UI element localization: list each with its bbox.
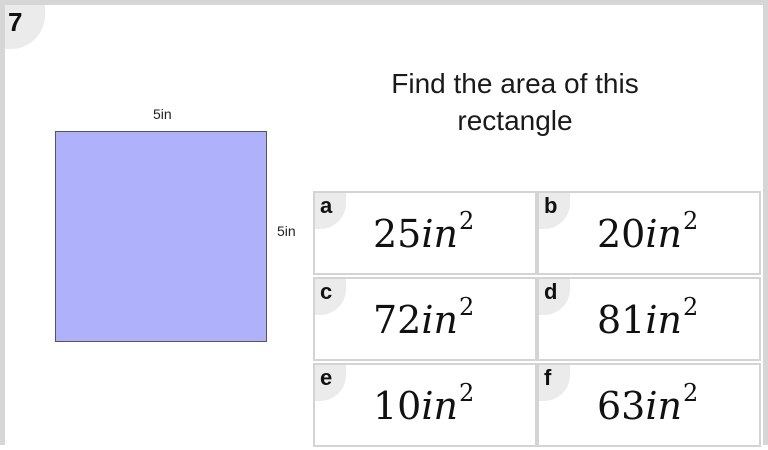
option-value: 10in2 (373, 379, 474, 430)
option-value: 81in2 (597, 293, 698, 344)
option-unit: in (421, 212, 458, 256)
option-value: 72in2 (373, 293, 474, 344)
option-unit: in (645, 212, 682, 256)
option-letter: a (315, 193, 346, 229)
option-number: 10 (373, 384, 422, 428)
question-number: 7 (5, 5, 45, 49)
option-number: 81 (597, 298, 646, 342)
option-exponent: 2 (459, 379, 475, 407)
answer-option-a[interactable]: a 25in2 (313, 191, 537, 275)
option-value: 20in2 (597, 207, 698, 258)
option-exponent: 2 (683, 379, 699, 407)
option-unit: in (645, 298, 682, 342)
option-exponent: 2 (683, 207, 699, 235)
option-letter: c (315, 279, 346, 315)
option-letter: b (539, 193, 570, 229)
rectangle-width-label: 5in (153, 106, 172, 122)
answer-grid: a 25in2 b 20in2 c 72in2 d 81in2 e 10in2 … (313, 191, 765, 450)
option-value: 25in2 (373, 207, 474, 258)
answer-option-d[interactable]: d 81in2 (537, 277, 761, 361)
option-unit: in (645, 384, 682, 428)
option-exponent: 2 (683, 293, 699, 321)
question-text: Find the area of this rectangle (391, 68, 639, 136)
option-number: 72 (373, 298, 422, 342)
option-value: 63in2 (597, 379, 698, 430)
option-exponent: 2 (459, 293, 475, 321)
option-letter: f (539, 365, 570, 401)
option-exponent: 2 (459, 207, 475, 235)
answer-option-c[interactable]: c 72in2 (313, 277, 537, 361)
option-letter: e (315, 365, 346, 401)
answer-option-f[interactable]: f 63in2 (537, 363, 761, 447)
option-number: 63 (597, 384, 646, 428)
rectangle-shape (55, 131, 267, 342)
option-letter: d (539, 279, 570, 315)
option-number: 25 (373, 212, 422, 256)
answer-option-b[interactable]: b 20in2 (537, 191, 761, 275)
option-unit: in (421, 384, 458, 428)
option-unit: in (421, 298, 458, 342)
rectangle-height-label: 5in (277, 223, 296, 239)
option-number: 20 (597, 212, 646, 256)
answer-option-e[interactable]: e 10in2 (313, 363, 537, 447)
